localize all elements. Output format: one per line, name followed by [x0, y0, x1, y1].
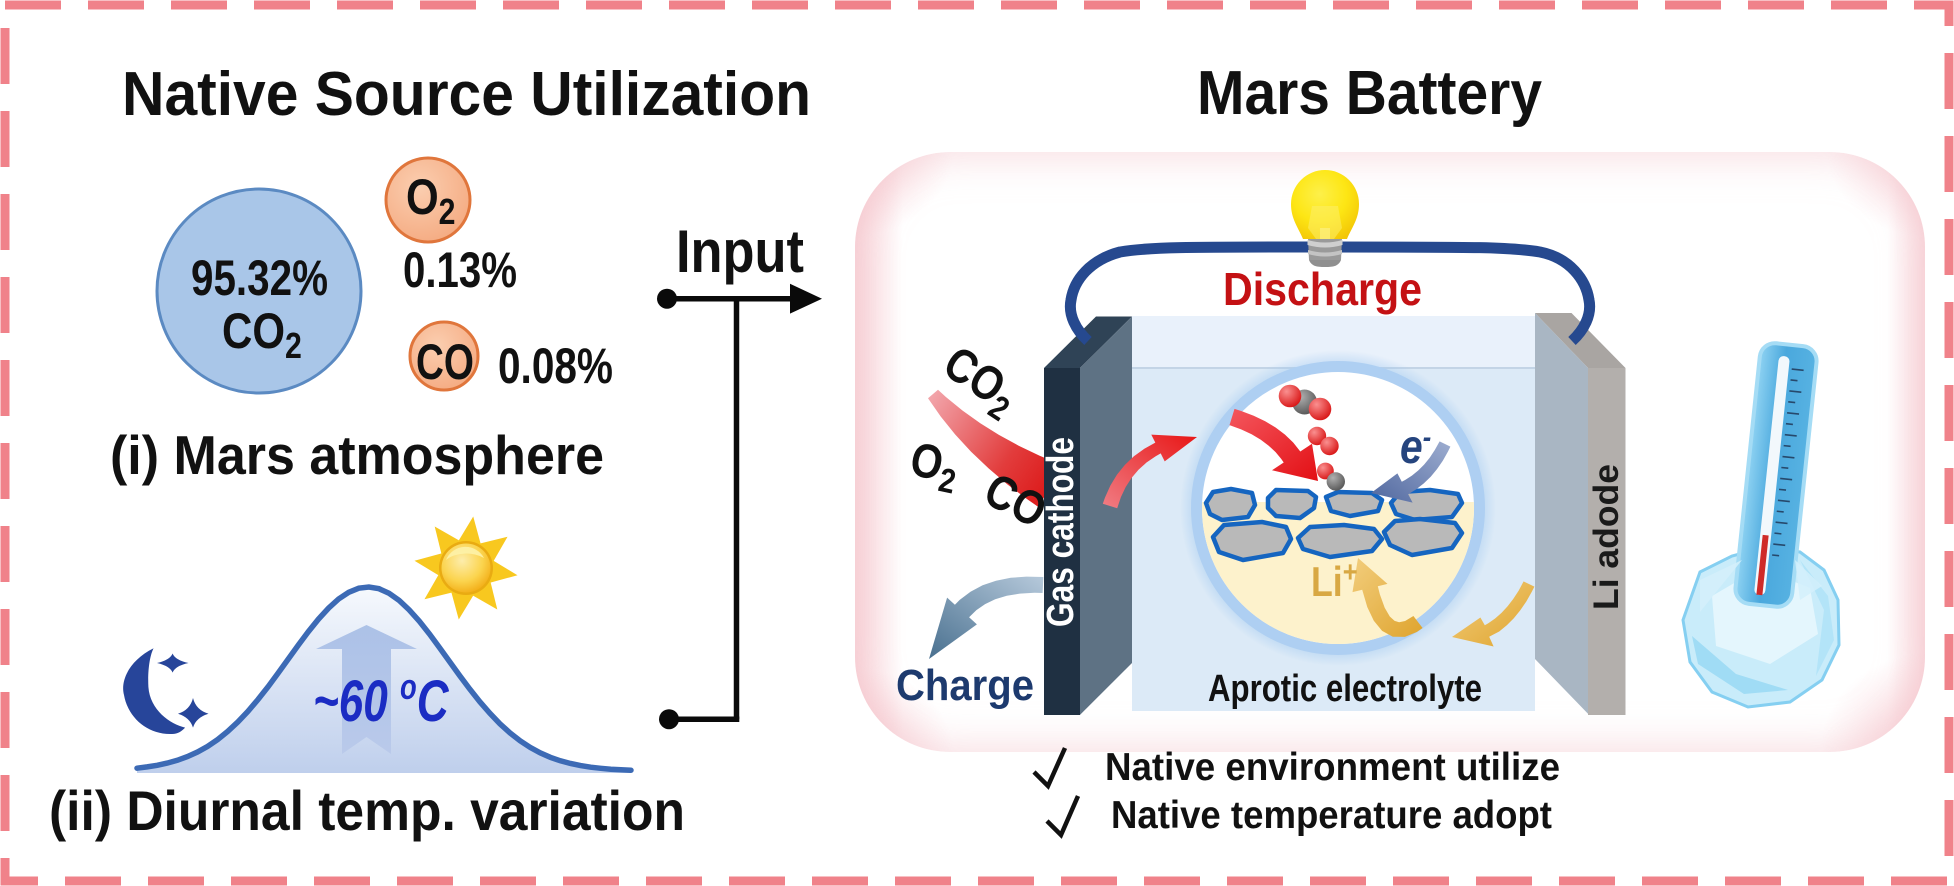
svg-text:Mars Battery: Mars Battery [1197, 59, 1542, 128]
svg-text:O2: O2 [904, 433, 963, 501]
svg-text:Charge: Charge [896, 661, 1034, 710]
svg-text:~60 oC: ~60 oC [313, 666, 449, 733]
svg-text:Li adode: Li adode [1587, 464, 1626, 610]
svg-text:0.13%: 0.13% [403, 242, 517, 298]
svg-text:Discharge: Discharge [1223, 263, 1422, 315]
svg-text:(ii) Diurnal temp. variation: (ii) Diurnal temp. variation [49, 779, 685, 842]
svg-text:95.32%: 95.32% [191, 250, 328, 306]
svg-text:Native temperature adopt: Native temperature adopt [1111, 794, 1552, 837]
svg-text:Native environment utilize: Native environment utilize [1105, 746, 1560, 789]
svg-text:Input: Input [676, 218, 804, 285]
svg-text:(i) Mars atmosphere: (i) Mars atmosphere [110, 424, 604, 486]
svg-text:Native Source Utilization: Native Source Utilization [122, 60, 811, 129]
svg-text:CO: CO [416, 334, 474, 390]
svg-text:0.08%: 0.08% [498, 338, 613, 394]
svg-text:Aprotic electrolyte: Aprotic electrolyte [1208, 668, 1482, 710]
svg-text:Gas cathode: Gas cathode [1040, 437, 1082, 627]
